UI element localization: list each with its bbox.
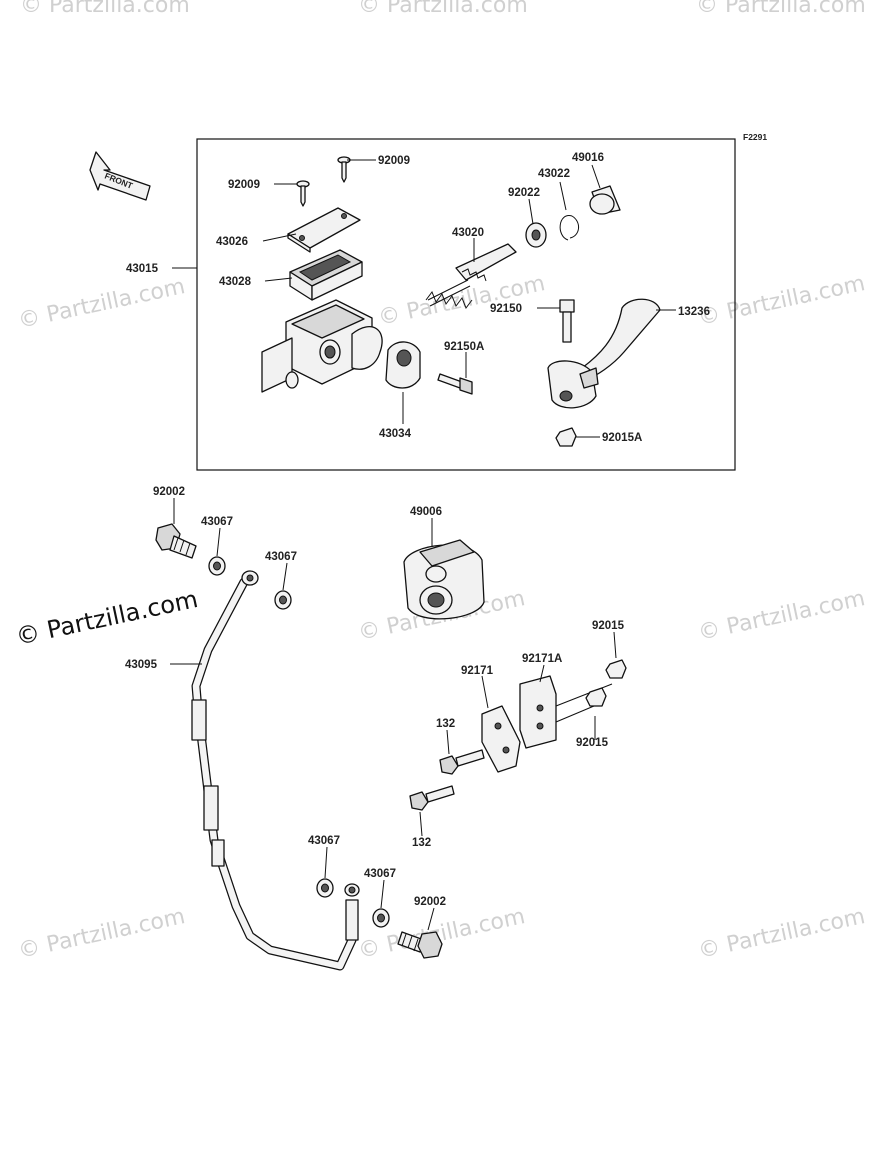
label-43034: 43034 bbox=[379, 428, 412, 440]
boot-49016 bbox=[589, 185, 621, 215]
label-43026: 43026 bbox=[216, 236, 248, 248]
master-cylinder-assembly-box bbox=[196, 138, 736, 471]
screw-92009-right bbox=[337, 156, 351, 183]
label-132-a: 132 bbox=[436, 718, 455, 730]
nut-92015-upper bbox=[605, 659, 627, 679]
screw-92009-left bbox=[296, 180, 310, 207]
master-cylinder-body bbox=[261, 299, 383, 393]
watermark: © Partzilla.com bbox=[376, 271, 547, 331]
label-92009-a: 92009 bbox=[378, 155, 410, 167]
label-132-b: 132 bbox=[412, 837, 431, 849]
watermark-main: © Partzilla.com bbox=[13, 585, 200, 651]
banjo-bolt-92002-bottom bbox=[397, 931, 443, 959]
watermark: © Partzilla.com bbox=[16, 904, 187, 964]
front-arrow-icon: FRONT bbox=[89, 151, 151, 201]
watermark: © Partzilla.com bbox=[696, 0, 866, 18]
nut-92015-lower bbox=[585, 687, 607, 707]
label-92002-b: 92002 bbox=[414, 896, 446, 908]
watermark: © Partzilla.com bbox=[16, 274, 187, 334]
label-92150: 92150 bbox=[490, 303, 522, 315]
label-43067-a: 43067 bbox=[201, 516, 233, 528]
diaphragm-43028 bbox=[289, 249, 363, 301]
label-49016: 49016 bbox=[572, 152, 604, 164]
lever-13236 bbox=[547, 298, 661, 409]
label-49006: 49006 bbox=[410, 506, 442, 518]
label-92171A: 92171A bbox=[522, 653, 562, 665]
watermark: © Partzilla.com bbox=[696, 904, 867, 964]
watermark: © Partzilla.com bbox=[20, 0, 190, 18]
label-43095: 43095 bbox=[125, 659, 158, 671]
label-92015-b: 92015 bbox=[576, 737, 609, 749]
label-43067-d: 43067 bbox=[364, 868, 396, 880]
bolt-132-lower bbox=[409, 785, 455, 811]
part-labels: 43015 92009 92009 43026 43028 43020 9202… bbox=[125, 152, 710, 908]
label-43015: 43015 bbox=[126, 263, 159, 275]
holder-92171 bbox=[481, 705, 521, 773]
brake-hose-43095 bbox=[191, 570, 360, 971]
label-43067-c: 43067 bbox=[308, 835, 340, 847]
clamp-43034 bbox=[385, 341, 421, 389]
pivot-bolt-92150 bbox=[559, 299, 575, 343]
label-92150A: 92150A bbox=[444, 341, 484, 353]
label-43020: 43020 bbox=[452, 227, 484, 239]
spring-piston-43020 bbox=[425, 243, 517, 310]
watermarks: © Partzilla.com © Partzilla.com © Partzi… bbox=[13, 0, 867, 964]
label-43022: 43022 bbox=[538, 168, 570, 180]
circlip-43022 bbox=[559, 215, 579, 241]
label-43028: 43028 bbox=[219, 276, 252, 288]
watermark: © Partzilla.com bbox=[358, 0, 528, 18]
label-92171: 92171 bbox=[461, 665, 494, 677]
leader-lines bbox=[170, 159, 676, 931]
banjo-bolt-92002-top bbox=[155, 523, 197, 559]
cover-49006 bbox=[403, 539, 485, 620]
figure-ref: F2291 bbox=[743, 132, 767, 142]
label-92015A: 92015A bbox=[602, 432, 642, 444]
label-43067-b: 43067 bbox=[265, 551, 297, 563]
label-13236: 13236 bbox=[678, 306, 710, 318]
watermark: © Partzilla.com bbox=[696, 586, 867, 646]
label-92022: 92022 bbox=[508, 187, 540, 199]
nut-92015A bbox=[555, 427, 577, 447]
bolt-132-upper bbox=[439, 749, 485, 775]
label-92002-a: 92002 bbox=[153, 486, 185, 498]
reservoir-cap-43026 bbox=[287, 207, 361, 253]
bolt-92150A bbox=[437, 373, 473, 395]
watermark: © Partzilla.com bbox=[696, 271, 867, 331]
holder-92171A bbox=[519, 675, 613, 749]
label-92015-a: 92015 bbox=[592, 620, 625, 632]
label-92009-b: 92009 bbox=[228, 179, 260, 191]
